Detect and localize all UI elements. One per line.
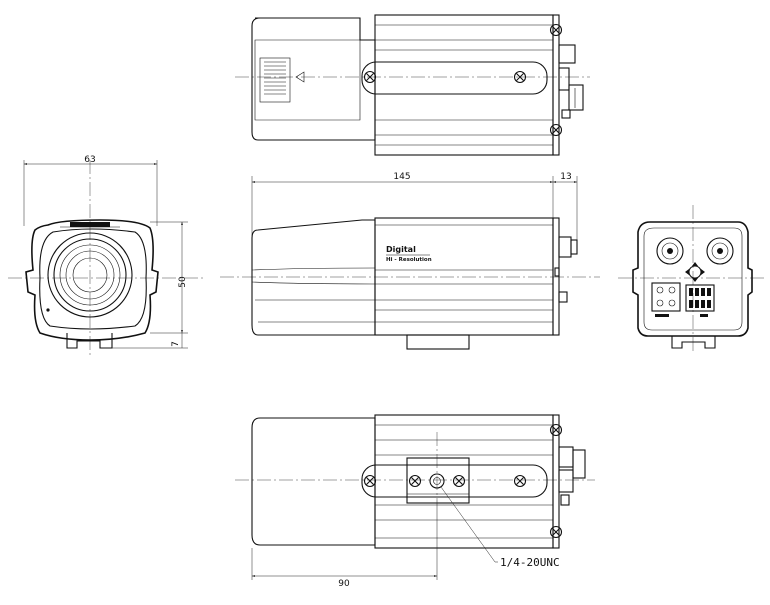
side-mount-block	[406, 334, 470, 350]
thread-leader-line	[440, 486, 498, 563]
brand-label: Digital	[386, 245, 416, 254]
screw-head-icon	[549, 423, 563, 437]
side-view: Digital Hi - Resolution 145 13	[220, 172, 600, 350]
bnc-connector-icon	[554, 236, 578, 303]
bnc-connector-icon	[558, 44, 584, 119]
tripod-thread-hole	[429, 473, 445, 489]
dim-width-text: 63	[84, 155, 95, 165]
vent-grille	[259, 57, 291, 103]
screw-head-icon	[363, 474, 377, 488]
screw-head-icon	[549, 123, 563, 137]
dip-switch-icon	[685, 284, 715, 312]
front-foot	[66, 333, 113, 349]
bottom-view: 1/4-20UNC 90	[235, 414, 595, 589]
mount-plate	[361, 61, 548, 95]
top-ridge	[70, 222, 110, 227]
tripod-mount-block	[406, 457, 470, 504]
thread-label: 1/4-20UNC	[500, 556, 560, 569]
screw-head-icon	[549, 23, 563, 37]
rear-foot	[671, 336, 716, 349]
side-main-body	[374, 217, 554, 336]
dim-length-text: 145	[393, 172, 410, 182]
brand-sublabel: Hi - Resolution	[386, 257, 432, 263]
dim-mount-offset-text: 90	[338, 579, 350, 589]
rear-view	[618, 205, 765, 352]
top-front-housing	[251, 17, 376, 141]
front-view: 63 50 7	[8, 155, 205, 355]
terminal-block-icon	[651, 282, 681, 312]
triangle-arrow-icon	[295, 71, 305, 83]
bottom-mount-plate	[361, 464, 548, 498]
joystick-icon	[685, 262, 705, 282]
dim-foot-text: 7	[171, 341, 181, 347]
dim-connector-text: 13	[560, 172, 571, 182]
screw-head-icon	[408, 474, 422, 488]
dim-height-text: 50	[178, 276, 188, 288]
bottom-front-housing	[251, 417, 376, 546]
side-front-housing	[251, 219, 376, 336]
lens-icon	[47, 232, 133, 318]
screw-head-icon	[513, 474, 527, 488]
top-view	[235, 14, 590, 156]
screw-head-icon	[549, 525, 563, 539]
bnc-connector-icon	[558, 446, 586, 506]
top-main-body	[374, 14, 554, 156]
bnc-connector-icon	[656, 237, 684, 265]
screw-head-icon	[452, 474, 466, 488]
front-housing	[25, 219, 159, 341]
rear-panel	[632, 221, 753, 337]
bnc-connector-icon	[706, 237, 734, 265]
